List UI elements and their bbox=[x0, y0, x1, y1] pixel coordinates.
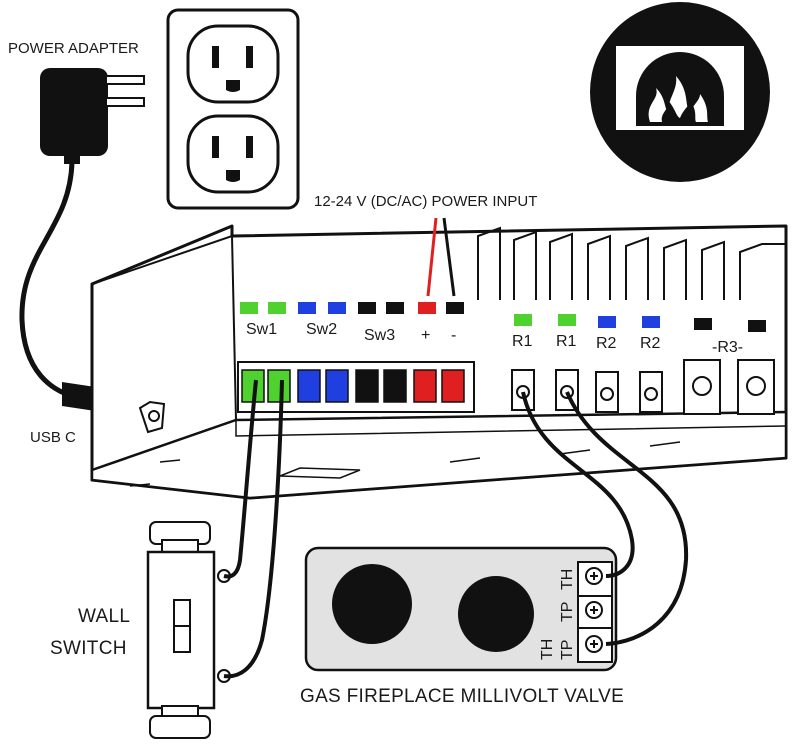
power-lead-black bbox=[442, 217, 456, 297]
valve-label: GAS FIREPLACE MILLIVOLT VALVE bbox=[300, 686, 624, 707]
relay-label-r1-b: R1 bbox=[556, 333, 577, 350]
indicator-sw1-a bbox=[240, 302, 258, 314]
indicator-r1-b bbox=[558, 314, 576, 326]
power-adapter-icon bbox=[40, 68, 145, 164]
terminal-label-plus: + bbox=[421, 327, 430, 344]
relay-label-r2-a: R2 bbox=[596, 335, 617, 352]
indicator-r1-a bbox=[514, 314, 532, 326]
indicator-r2-b bbox=[642, 316, 660, 328]
fireplace-icon bbox=[590, 2, 770, 182]
wall-switch-label-2: SWITCH bbox=[50, 638, 127, 659]
power-input-label: 12-24 V (DC/AC) POWER INPUT bbox=[314, 193, 537, 210]
relay-terminals bbox=[511, 359, 775, 415]
terminal-label-minus: - bbox=[451, 327, 456, 344]
valve-terminal-th-left: TH bbox=[539, 639, 556, 660]
power-adapter-label: POWER ADAPTER bbox=[8, 40, 139, 57]
terminal-label-sw3: Sw3 bbox=[364, 327, 395, 344]
wall-outlet-icon bbox=[166, 8, 300, 210]
indicator-r2-a bbox=[598, 316, 616, 328]
indicator-sw1-b bbox=[268, 302, 286, 314]
power-lead-red bbox=[426, 217, 438, 297]
wall-switch-label-1: WALL bbox=[78, 606, 130, 627]
switch-wire-2 bbox=[223, 379, 284, 679]
indicator-sw2-a bbox=[298, 302, 316, 314]
terminal-label-sw1: Sw1 bbox=[246, 321, 277, 338]
valve-wire-th bbox=[521, 391, 635, 578]
valve-terminal-tp-left: TP bbox=[559, 640, 576, 660]
input-terminals bbox=[241, 369, 465, 403]
indicator-sw3-a bbox=[358, 302, 376, 314]
valve-terminal-tp-mid: TP bbox=[559, 602, 576, 622]
usb-cable bbox=[19, 159, 83, 401]
valve-terminal-th-top: TH bbox=[559, 569, 576, 590]
terminal-label-sw2: Sw2 bbox=[306, 321, 337, 338]
relay-label-r3: -R3- bbox=[712, 339, 743, 356]
indicator-r3-a bbox=[694, 318, 712, 330]
indicator-row bbox=[240, 302, 766, 332]
indicator-minus bbox=[446, 302, 464, 314]
indicator-sw3-b bbox=[386, 302, 404, 314]
indicator-sw2-b bbox=[328, 302, 346, 314]
indicator-r3-b bbox=[748, 320, 766, 332]
relay-label-r1-a: R1 bbox=[512, 333, 533, 350]
switch-wire-1 bbox=[223, 379, 258, 579]
relay-label-r2-b: R2 bbox=[640, 335, 661, 352]
usb-c-label: USB C bbox=[30, 429, 76, 446]
wall-switch-icon bbox=[146, 521, 231, 739]
indicator-plus bbox=[418, 302, 436, 314]
valve-wire-thtp bbox=[565, 391, 689, 646]
controller-box bbox=[90, 224, 788, 500]
